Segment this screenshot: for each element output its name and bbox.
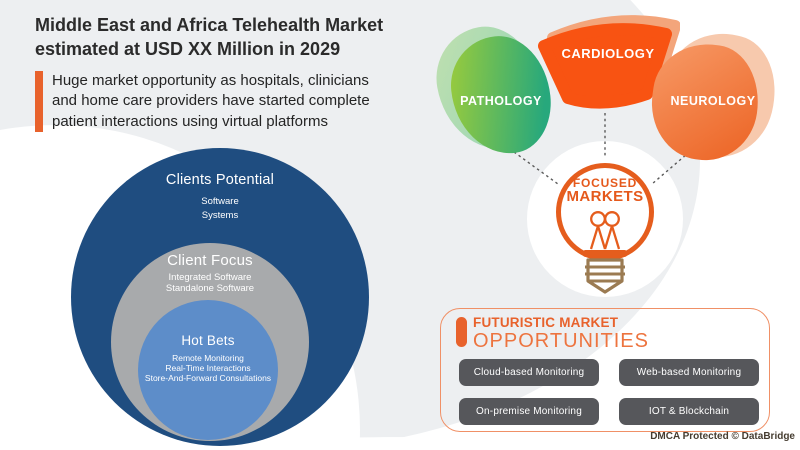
title-line-1: Middle East and Africa Telehealth Market — [35, 15, 384, 35]
clients-potential-item: Systems — [201, 209, 239, 221]
lightbulb-icon — [556, 163, 654, 294]
hot-bets-item: Remote Monitoring — [172, 353, 244, 363]
hot-bets-item: Store-And-Forward Consultations — [144, 373, 272, 384]
pathology-label: PATHOLOGY — [460, 94, 542, 108]
hot-bets-circle: Hot Bets Remote Monitoring Real-Time Int… — [138, 300, 278, 440]
accent-pill-icon — [456, 317, 467, 347]
cardiology-label: CARDIOLOGY — [561, 46, 655, 61]
client-focus-item: Standalone Software — [165, 283, 255, 295]
subtitle-line-1: Huge market opportunity as hospitals, cl… — [52, 72, 369, 89]
opportunities-title-line-1: FUTURISTIC MARKET — [473, 315, 619, 330]
hot-bets-item: Real-Time Interactions — [165, 363, 251, 374]
clients-potential-title: Clients Potential — [165, 172, 275, 188]
hot-bets-title: Hot Bets — [181, 333, 235, 348]
cardiology-shape — [538, 15, 680, 109]
focused-markets-label: FOCUSED MARKETS — [541, 177, 669, 205]
opportunities-title-line-2: OPPORTUNITIES — [473, 330, 649, 353]
opportunity-chip-web: Web-based Monitoring — [615, 359, 759, 392]
dmca-protection-notice: DMCA Protected © DataBridge — [650, 431, 795, 442]
filament-icon — [589, 225, 621, 250]
client-focus-item: Integrated Software — [168, 272, 252, 283]
clients-potential-item: Software — [201, 196, 239, 207]
subtitle-line-3: patient interactions using virtual platf… — [52, 112, 328, 130]
bulb-socket-icon — [586, 258, 624, 294]
opportunity-chip-cloud: Cloud-based Monitoring — [455, 359, 599, 392]
subtitle-line-2: and home care providers have started com… — [52, 92, 370, 110]
opportunities-title: FUTURISTIC MARKET OPPORTUNITIES — [473, 315, 649, 353]
neurology-label: NEUROLOGY — [670, 94, 756, 108]
opportunity-chip-iot: IOT & Blockchain — [615, 398, 759, 431]
page-subtitle: Huge market opportunity as hospitals, cl… — [35, 71, 370, 133]
opportunity-chip-onpremise: On-premise Monitoring — [455, 398, 599, 431]
client-focus-title: Client Focus — [167, 252, 253, 269]
focused-markets-line-1: FOCUSED — [572, 176, 638, 190]
focused-markets-line-2: MARKETS — [566, 188, 644, 206]
futuristic-opportunities-panel: FUTURISTIC MARKET OPPORTUNITIES Cloud-ba… — [440, 308, 770, 432]
title-line-2: estimated at USD XX Million in 2029 — [35, 38, 341, 59]
page-title: Middle East and Africa Telehealth Market… — [35, 14, 383, 62]
